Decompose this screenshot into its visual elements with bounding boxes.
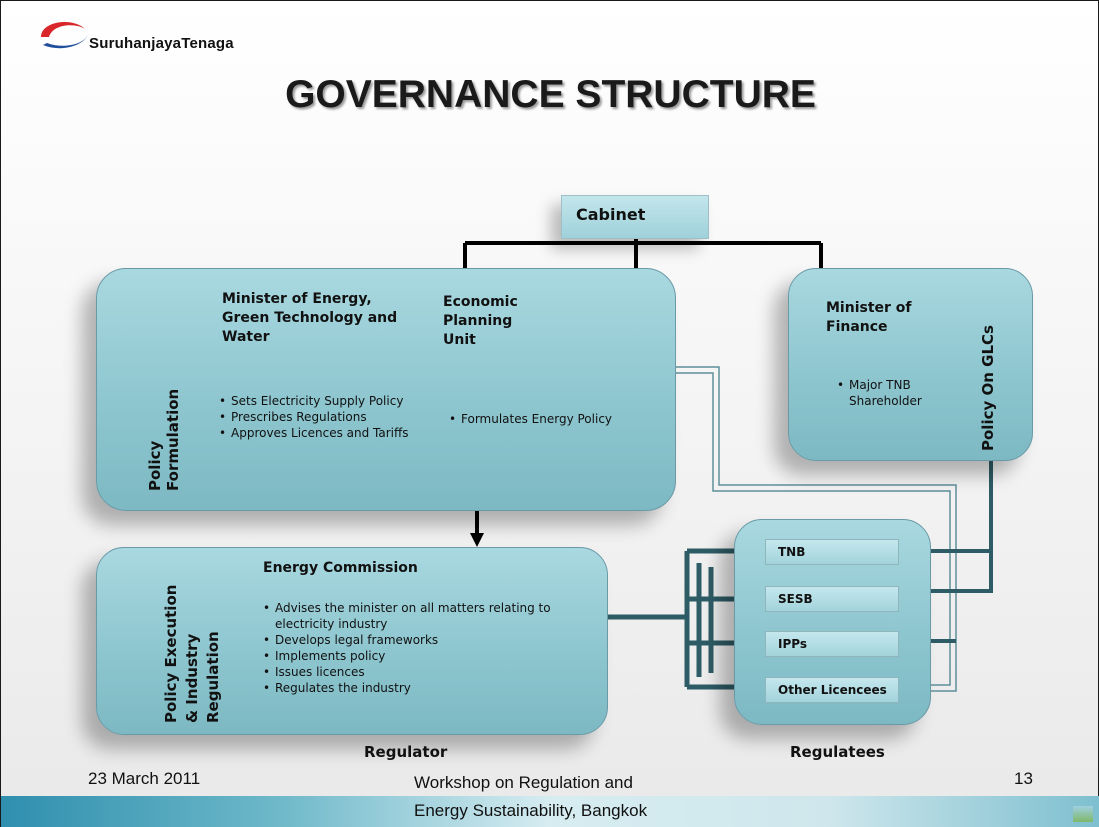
footer-center: Workshop on Regulation and Energy Sustai… xyxy=(414,773,648,820)
regulatee-ipps: IPPs xyxy=(765,631,899,657)
footer-bar xyxy=(1,796,1099,827)
list-item: Regulates the industry xyxy=(263,680,551,696)
list-item-cont: electricity industry xyxy=(275,617,388,631)
footer-date: 23 March 2011 xyxy=(88,769,201,788)
minister-energy-heading: Minister of Energy, Green Technology and… xyxy=(222,291,398,345)
minister-finance-box xyxy=(788,268,1033,461)
cabinet-label: Cabinet xyxy=(576,205,646,224)
regulatee-other-licencees: Other Licencees xyxy=(765,677,899,703)
suruhanjaya-tenaga-logo-icon xyxy=(41,22,89,49)
list-item: Formulates Energy Policy xyxy=(449,411,612,427)
regulatees-caption: Regulatees xyxy=(790,743,885,761)
list-item: Develops legal frameworks xyxy=(263,632,551,648)
regulator-caption: Regulator xyxy=(364,743,448,761)
list-item: Implements policy xyxy=(263,648,551,664)
list-item: Advises the minister on all matters rela… xyxy=(263,600,551,616)
finance-bullets: Major TNB Shareholder xyxy=(837,377,922,409)
page-title: GOVERNANCE STRUCTURE xyxy=(285,73,816,116)
regulatee-tnb: TNB xyxy=(765,539,899,565)
list-item: Approves Licences and Tariffs xyxy=(219,425,409,441)
policy-formulation-box xyxy=(96,268,676,511)
policy-on-glcs-label: Policy On GLCs xyxy=(979,325,997,451)
list-item: Prescribes Regulations xyxy=(219,409,409,425)
ec-heading: Energy Commission xyxy=(263,560,418,576)
finance-heading: Minister of Finance xyxy=(826,300,912,335)
logo-text: SuruhanjayaTenaga xyxy=(89,35,234,52)
ec-bullets: Advises the minister on all matters rela… xyxy=(263,600,551,696)
corner-image-icon xyxy=(1073,806,1093,822)
list-item: Major TNB xyxy=(837,377,922,393)
epu-heading: Economic Planning Unit xyxy=(443,294,518,348)
regulatee-sesb: SESB xyxy=(765,586,899,612)
cabinet-box: Cabinet xyxy=(561,195,709,239)
ec-side-label: Policy Execution & Industry Regulation xyxy=(162,584,222,723)
list-item: Sets Electricity Supply Policy xyxy=(219,393,409,409)
epu-bullets: Formulates Energy Policy xyxy=(449,411,612,427)
list-item-cont: Shareholder xyxy=(849,394,922,408)
list-item: Issues licences xyxy=(263,664,551,680)
minister-energy-bullets: Sets Electricity Supply Policy Prescribe… xyxy=(219,393,409,441)
page-number: 13 xyxy=(1014,769,1033,788)
down-arrow-icon xyxy=(470,533,484,547)
policy-side-label: Policy Formulation xyxy=(146,388,182,491)
